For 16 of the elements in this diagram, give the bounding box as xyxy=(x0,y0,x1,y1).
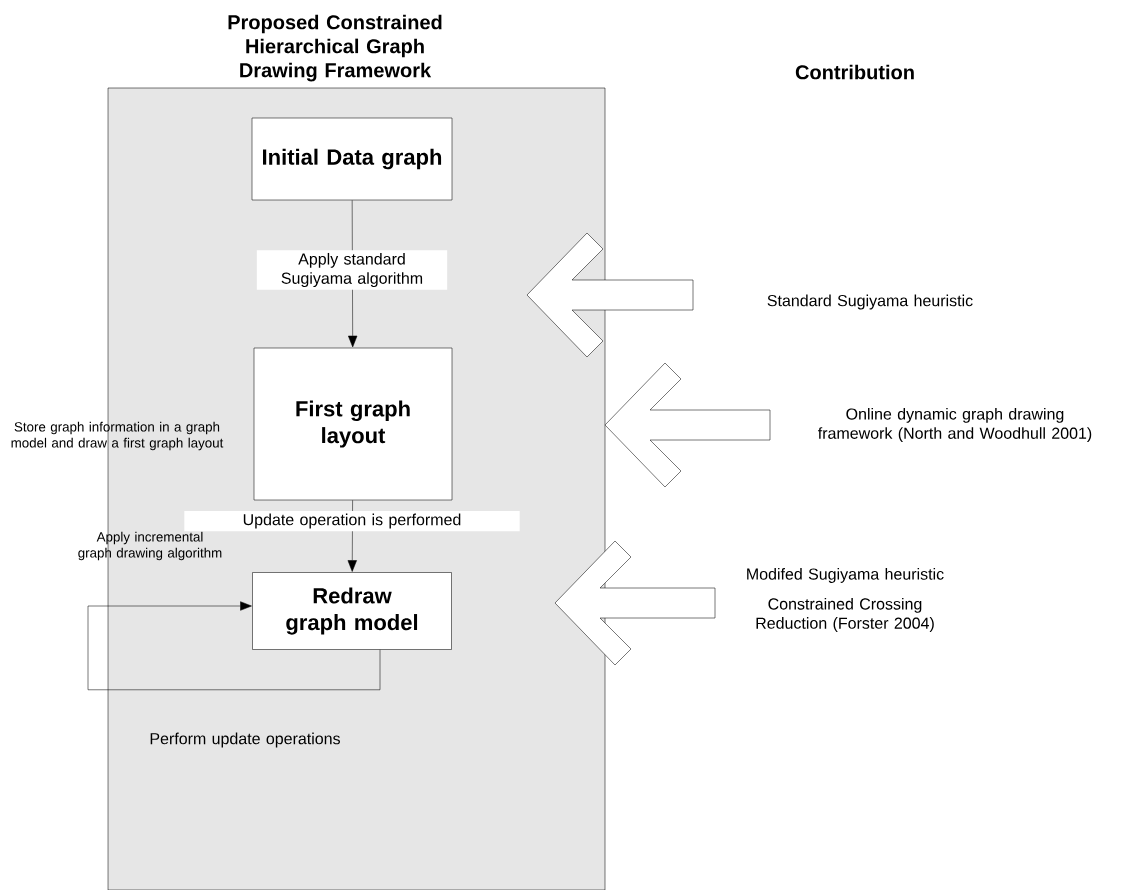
contribution-text: Modifed Sugiyama heuristic Constrained Crossing Reduction (Forster 2004) xyxy=(747,568,944,632)
arrow xyxy=(348,200,358,348)
section-heading: Contribution xyxy=(795,64,914,80)
side-note: Store graph information in a graph model and draw a first graph layout xyxy=(11,421,224,451)
contribution-text: Standard Sugiyama heuristic xyxy=(767,294,973,310)
process-box: Redraw graph model xyxy=(252,572,452,650)
process-box: Initial Data graph xyxy=(251,117,453,201)
edge-label: Perform update operations xyxy=(150,732,340,748)
edge-label: Apply standard Sugiyama algorithm xyxy=(281,252,423,288)
loop-arrow xyxy=(87,601,381,691)
panel-title: Proposed Constrained Hierarchical Graph Drawing Framework xyxy=(228,14,442,82)
contribution-text: Online dynamic graph drawing framework (North and Woodhull 2001) xyxy=(818,407,1092,443)
side-note: Apply incremental graph drawing algorithm xyxy=(78,531,222,561)
process-box: First graph layout xyxy=(253,347,453,501)
edge-label: Update operation is performed xyxy=(243,513,461,529)
arrow xyxy=(347,500,357,572)
